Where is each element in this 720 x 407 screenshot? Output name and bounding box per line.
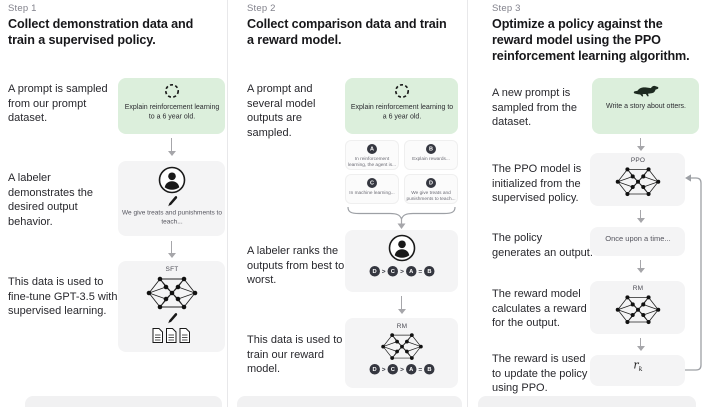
step2-caption-train-rm: This data is used to train our reward mo… bbox=[247, 334, 343, 376]
ranking-row: D > C > A = B bbox=[347, 364, 457, 375]
neural-network-icon bbox=[615, 165, 661, 198]
rank-circle: A bbox=[405, 364, 416, 375]
rm-label: RM bbox=[632, 284, 643, 292]
rank-circle: D bbox=[368, 364, 380, 375]
dashed-circle-icon bbox=[164, 83, 180, 99]
step3-output-box: Once upon a time... bbox=[590, 227, 685, 256]
step1-title: Collect demonstration data and train a s… bbox=[8, 17, 194, 48]
rank-separator: > bbox=[381, 267, 386, 276]
rank-circle: C bbox=[387, 266, 398, 277]
rank-separator: = bbox=[417, 365, 422, 374]
step1-sft-box: SFT bbox=[118, 261, 225, 352]
step3-label: Step 3 bbox=[492, 3, 521, 14]
person-icon bbox=[388, 234, 416, 262]
arrow-down-icon bbox=[636, 338, 645, 351]
ppo-label: PPO bbox=[630, 156, 645, 164]
rank-circle: D bbox=[368, 266, 380, 277]
arrow-down-icon bbox=[636, 210, 645, 223]
rank-separator: > bbox=[381, 365, 386, 374]
step2-rm-box: RM D > C > A = B bbox=[345, 318, 458, 388]
output-d-box: D We give treats and punishments to teac… bbox=[404, 174, 458, 204]
step1-label: Step 1 bbox=[8, 3, 37, 14]
step3-ppo-box: PPO bbox=[590, 153, 685, 206]
rank-separator: = bbox=[417, 267, 422, 276]
neural-network-icon bbox=[380, 331, 423, 362]
next-section-card-edge bbox=[237, 396, 462, 407]
output-letter-badge: A bbox=[367, 144, 377, 154]
step2-prompt-box: Explain reinforcement learning to a 6 ye… bbox=[345, 78, 458, 134]
step1-labeler-box: We give treats and punishments to teach.… bbox=[118, 161, 225, 236]
step3-caption-update: The reward is used to update the policy … bbox=[492, 353, 588, 395]
step3-prompt-box: Write a story about otters. bbox=[592, 78, 699, 134]
output-letter-badge: B bbox=[426, 144, 436, 154]
brace-icon bbox=[345, 206, 458, 230]
documents-icon bbox=[152, 327, 192, 344]
arrow-down-icon bbox=[397, 296, 406, 314]
rank-circle: A bbox=[405, 266, 416, 277]
column-divider bbox=[467, 0, 468, 407]
output-c-text: In machine learning... bbox=[349, 190, 395, 196]
next-section-card-edge bbox=[478, 396, 696, 407]
output-a-text: In reinforcement learning, the agent is.… bbox=[347, 156, 397, 168]
step1-caption-prompt: A prompt is sampled from our prompt data… bbox=[8, 83, 108, 125]
step3-caption-prompt: A new prompt is sampled from the dataset… bbox=[492, 87, 577, 129]
ranking-row: D > C > A = B bbox=[347, 266, 457, 277]
step3-caption-reward: The reward model calculates a reward for… bbox=[492, 288, 587, 330]
sft-label: SFT bbox=[165, 265, 178, 273]
step3-caption-ppo: The PPO model is initialized from the su… bbox=[492, 163, 582, 205]
step1-caption-labeler: A labeler demonstrates the desired outpu… bbox=[8, 172, 93, 228]
step1-caption-finetune: This data is used to fine-tune GPT-3.5 w… bbox=[8, 276, 118, 318]
step1-prompt-text: Explain reinforcement learning to a 6 ye… bbox=[124, 102, 219, 120]
next-section-card-edge bbox=[25, 396, 222, 407]
neural-network-icon bbox=[615, 293, 661, 326]
rank-separator: > bbox=[399, 267, 404, 276]
step3-caption-output: The policy generates an output. bbox=[492, 232, 593, 259]
pencil-icon bbox=[165, 312, 178, 325]
step3-output-text: Once upon a time... bbox=[604, 234, 671, 244]
otter-icon bbox=[633, 84, 659, 98]
step2-labeler-box: D > C > A = B bbox=[345, 230, 458, 292]
rank-circle: B bbox=[423, 266, 435, 277]
arrow-down-icon bbox=[636, 260, 645, 273]
neural-network-icon bbox=[146, 274, 198, 312]
rank-circle: B bbox=[423, 364, 435, 375]
step2-label: Step 2 bbox=[247, 3, 276, 14]
pencil-icon bbox=[165, 195, 178, 208]
step2-caption-prompt: A prompt and several model outputs are s… bbox=[247, 83, 316, 139]
step1-labeler-text: We give treats and punishments to teach.… bbox=[121, 208, 222, 225]
output-c-box: C In machine learning... bbox=[345, 174, 399, 204]
column-divider bbox=[227, 0, 228, 407]
step3-prompt-text: Write a story about otters. bbox=[605, 101, 686, 110]
reward-symbol: rk bbox=[632, 359, 643, 374]
step1-prompt-box: Explain reinforcement learning to a 6 ye… bbox=[118, 78, 225, 134]
person-icon bbox=[158, 166, 186, 194]
output-b-text: Explain rewards... bbox=[412, 156, 450, 162]
rank-separator: > bbox=[399, 365, 404, 374]
rm-label: RM bbox=[396, 322, 407, 330]
arrow-down-icon bbox=[167, 241, 176, 258]
rank-circle: C bbox=[387, 364, 398, 375]
step2-prompt-text: Explain reinforcement learning to a 6 ye… bbox=[350, 102, 453, 120]
step2-caption-rank: A labeler ranks the outputs from best to… bbox=[247, 245, 345, 287]
output-b-box: B Explain rewards... bbox=[404, 140, 458, 170]
arrow-down-icon bbox=[167, 138, 176, 156]
step3-rm-box: RM bbox=[590, 281, 685, 334]
output-a-box: A In reinforcement learning, the agent i… bbox=[345, 140, 399, 170]
step3-title: Optimize a policy against the reward mod… bbox=[492, 17, 690, 64]
output-d-text: We give treats and punishments to teach.… bbox=[406, 190, 456, 202]
output-letter-badge: C bbox=[367, 178, 377, 188]
step2-title: Collect comparison data and train a rewa… bbox=[247, 17, 447, 48]
output-letter-badge: D bbox=[426, 178, 436, 188]
dashed-circle-icon bbox=[394, 83, 410, 99]
step3-reward-value-box: rk bbox=[590, 355, 685, 386]
arrow-down-icon bbox=[636, 138, 645, 151]
